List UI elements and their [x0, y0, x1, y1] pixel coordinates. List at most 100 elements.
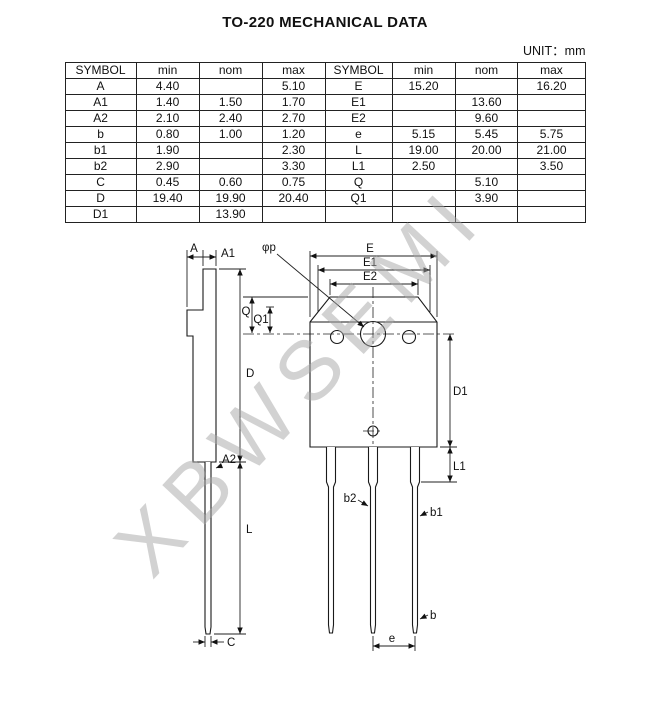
value-cell: 2.50 — [391, 158, 456, 175]
column-header: SYMBOL — [324, 62, 393, 79]
value-cell: 1.70 — [261, 94, 326, 111]
table-row: A 4.40 5.10 E 15.20 16.20 — [64, 78, 586, 95]
dim-label-b: b — [430, 610, 436, 622]
page-title: TO-220 MECHANICAL DATA — [222, 14, 428, 31]
value-cell: 2.30 — [261, 142, 326, 159]
value-cell — [454, 206, 519, 223]
dim-label-e-width: E — [366, 243, 374, 255]
column-header: min — [135, 62, 200, 79]
symbol-cell: L — [324, 142, 393, 159]
side-view-body — [186, 268, 217, 463]
side-view-lead — [204, 462, 212, 635]
value-cell: 9.60 — [454, 110, 519, 127]
symbol-cell: D — [64, 190, 137, 207]
column-header: max — [261, 62, 326, 79]
dimension-table-section: UNIT：mm SYMBOL min nom max SYMBOL min no… — [64, 40, 586, 223]
value-cell: 20.00 — [454, 142, 519, 159]
dim-label-b2: b2 — [344, 493, 357, 505]
side-view — [186, 268, 217, 635]
table-row: b2 2.90 3.30 L1 2.50 3.50 — [64, 158, 586, 175]
value-cell: 1.90 — [135, 142, 200, 159]
symbol-cell: E — [324, 78, 393, 95]
value-cell: 2.90 — [135, 158, 200, 175]
value-cell: 13.60 — [454, 94, 519, 111]
symbol-cell: E1 — [324, 94, 393, 111]
symbol-cell: E2 — [324, 110, 393, 127]
value-cell: 1.40 — [135, 94, 200, 111]
dimension-table: SYMBOL min nom max SYMBOL min nom max A … — [64, 62, 586, 223]
value-cell — [454, 78, 519, 95]
datasheet-page: TO-220 MECHANICAL DATA UNIT：mm SYMBOL mi… — [0, 14, 650, 689]
symbol-cell — [324, 206, 393, 223]
symbol-cell: A2 — [64, 110, 137, 127]
symbol-cell: Q1 — [324, 190, 393, 207]
dim-label-a2: A2 — [222, 454, 236, 466]
value-cell — [198, 142, 263, 159]
mechanical-drawing: A A1 D A2 L C Q Q1 — [186, 242, 468, 651]
table-header-row: SYMBOL min nom max SYMBOL min nom max — [64, 62, 586, 79]
value-cell: 0.75 — [261, 174, 326, 191]
value-cell: 3.50 — [517, 158, 586, 175]
value-cell: 15.20 — [391, 78, 456, 95]
value-cell: 5.10 — [454, 174, 519, 191]
table-row: A2 2.10 2.40 2.70 E2 9.60 — [64, 110, 586, 127]
dim-label-e-pitch: e — [389, 633, 395, 645]
value-cell: 3.90 — [454, 190, 519, 207]
symbol-cell: L1 — [324, 158, 393, 175]
table-row: b1 1.90 2.30 L 19.00 20.00 21.00 — [64, 142, 586, 159]
table-row: D1 13.90 — [64, 206, 586, 223]
column-header: max — [517, 62, 586, 79]
value-cell — [391, 94, 456, 111]
lead-1 — [325, 447, 337, 634]
value-cell — [391, 206, 456, 223]
value-cell — [391, 110, 456, 127]
value-cell: 2.40 — [198, 110, 263, 127]
dim-label-phi-p: φp — [262, 242, 276, 254]
value-cell: 1.20 — [261, 126, 326, 143]
front-view-body — [309, 296, 438, 448]
table-row: A1 1.40 1.50 1.70 E1 13.60 — [64, 94, 586, 111]
value-cell: 0.60 — [198, 174, 263, 191]
value-cell — [261, 206, 326, 223]
dim-label-a: A — [190, 243, 198, 255]
dim-label-e2: E2 — [363, 271, 377, 283]
dim-label-l: L — [246, 524, 253, 536]
value-cell: 19.00 — [391, 142, 456, 159]
symbol-cell: A1 — [64, 94, 137, 111]
table-row: C 0.45 0.60 0.75 Q 5.10 — [64, 174, 586, 191]
symbol-cell: e — [324, 126, 393, 143]
symbol-cell: D1 — [64, 206, 137, 223]
value-cell — [517, 190, 586, 207]
table-row: b 0.80 1.00 1.20 e 5.15 5.45 5.75 — [64, 126, 586, 143]
front-view-dimensions — [276, 251, 457, 651]
table-row: D 19.40 19.90 20.40 Q1 3.90 — [64, 190, 586, 207]
side-view-dimensions — [186, 250, 308, 647]
dim-label-e1: E1 — [363, 257, 377, 269]
dim-label-d1: D1 — [453, 386, 468, 398]
value-cell: 16.20 — [517, 78, 586, 95]
dim-label-q: Q — [242, 306, 251, 318]
value-cell: 2.70 — [261, 110, 326, 127]
value-cell: 2.10 — [135, 110, 200, 127]
value-cell — [517, 206, 586, 223]
dim-label-l1: L1 — [453, 461, 466, 473]
front-view — [309, 296, 438, 634]
value-cell: 19.40 — [135, 190, 200, 207]
value-cell — [517, 94, 586, 111]
value-cell: 1.50 — [198, 94, 263, 111]
value-cell: 0.80 — [135, 126, 200, 143]
value-cell — [391, 190, 456, 207]
value-cell — [454, 158, 519, 175]
dim-label-d: D — [246, 368, 254, 380]
value-cell: 5.75 — [517, 126, 586, 143]
value-cell: 21.00 — [517, 142, 586, 159]
symbol-cell: A — [64, 78, 137, 95]
value-cell — [198, 158, 263, 175]
value-cell: 19.90 — [198, 190, 263, 207]
value-cell — [135, 206, 200, 223]
column-header: nom — [198, 62, 263, 79]
symbol-cell: b1 — [64, 142, 137, 159]
symbol-cell: Q — [324, 174, 393, 191]
unit-label: UNIT：mm — [523, 44, 586, 58]
value-cell: 5.45 — [454, 126, 519, 143]
